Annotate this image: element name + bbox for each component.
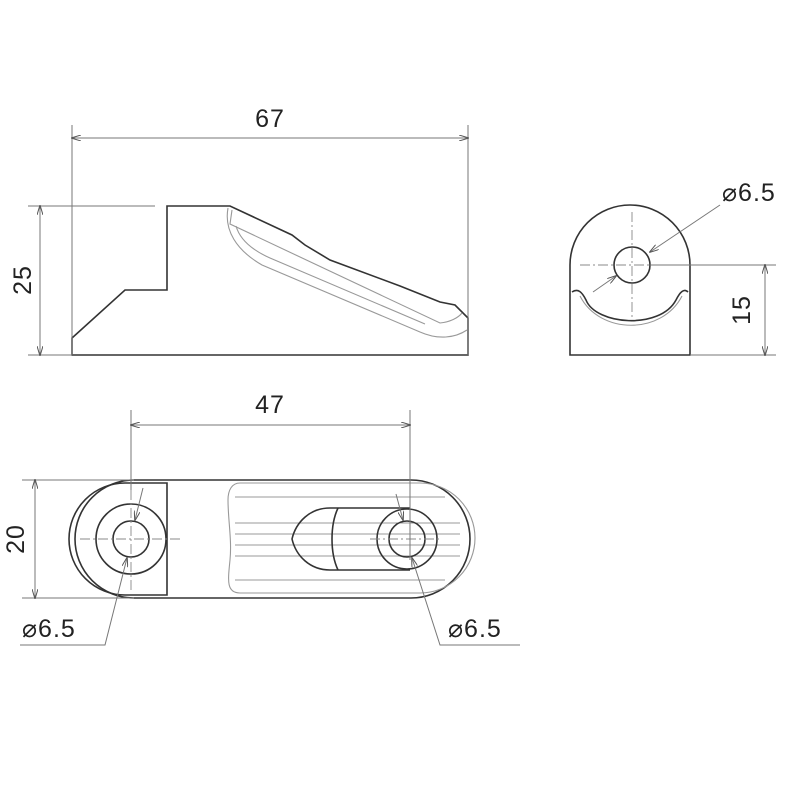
left-hole-diameter-label: ⌀6.5 xyxy=(22,615,76,643)
groove-inner xyxy=(229,209,463,324)
side-view-outline xyxy=(71,205,469,356)
left-hole-leader xyxy=(20,558,127,646)
left-hole-leader xyxy=(135,487,144,520)
hole-leader xyxy=(592,276,616,293)
hole-leader xyxy=(650,204,721,252)
left-boss xyxy=(68,482,168,596)
dimension-hole-spacing-label: 47 xyxy=(255,391,285,419)
groove-edge xyxy=(235,225,426,325)
dimension-height-label: 25 xyxy=(9,265,37,295)
cleat-jaw xyxy=(291,507,410,571)
top-view-outline xyxy=(74,479,471,599)
dimension-length-label: 67 xyxy=(255,105,285,133)
right-hole-leader xyxy=(395,493,403,520)
right-hole-diameter-label: ⌀6.5 xyxy=(448,615,502,643)
top-view: 47 20 ⌀6.5 ⌀6.5 xyxy=(2,391,520,646)
channel-outline xyxy=(227,482,476,594)
right-hole-leader xyxy=(412,558,520,646)
groove-outer xyxy=(226,207,468,338)
cradle-outer xyxy=(571,289,689,322)
cradle-inner xyxy=(579,295,683,326)
dimension-width-label: 20 xyxy=(2,524,30,554)
end-view: ⌀6.5 15 xyxy=(569,179,776,356)
end-hole-diameter-label: ⌀6.5 xyxy=(722,179,776,207)
dimension-hole-height-label: 15 xyxy=(728,295,756,325)
end-view-outline xyxy=(569,204,691,356)
side-view: 67 25 xyxy=(9,105,468,355)
cleat-jaw-edge xyxy=(331,507,339,571)
